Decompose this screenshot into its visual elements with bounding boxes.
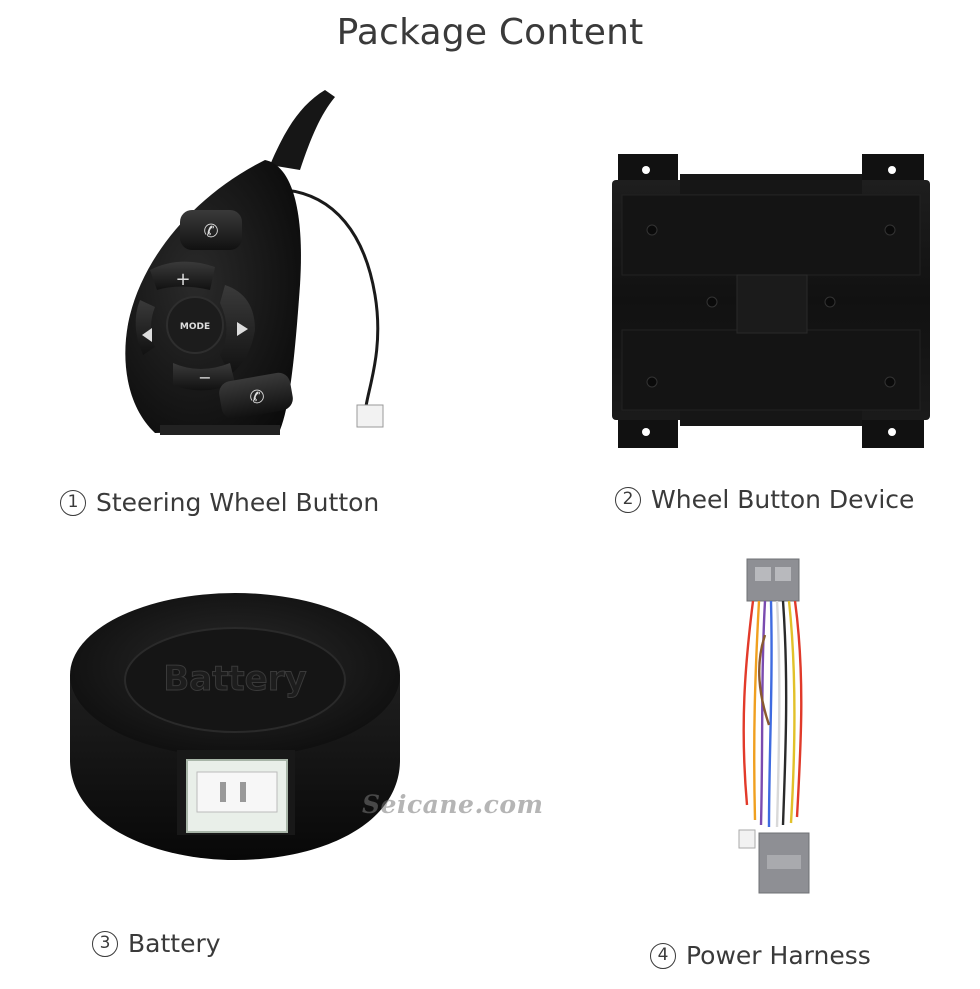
mode-label: MODE [180,322,210,332]
caption-label: Wheel Button Device [651,485,915,514]
caption-steering-wheel-button: 1 Steering Wheel Button [60,488,379,517]
item-number-badge: 2 [615,486,641,513]
caption-battery: 3 Battery [92,929,221,958]
hang-up-icon: ✆ [249,387,264,408]
caption-label: Steering Wheel Button [96,488,380,517]
arrow-left-icon [142,328,152,342]
item-number-badge: 1 [60,489,86,516]
battery-image: Battery [65,590,410,870]
answer-call-icon: ✆ [203,221,218,242]
watermark: Seicane.com [362,790,544,819]
caption-power-harness: 4 Power Harness [650,941,871,970]
volume-down-icon: − [198,368,211,387]
wheel-button-device-image [612,150,932,450]
caption-wheel-button-device: 2 Wheel Button Device [615,485,914,514]
caption-label: Battery [128,929,221,958]
volume-up-icon: + [175,269,190,290]
caption-label: Power Harness [686,941,871,970]
steering-wheel-button-image: ✆ + MODE − ✆ [95,85,395,445]
page-title: Package Content [336,12,644,53]
item-number-badge: 3 [92,930,118,957]
item-number-badge: 4 [650,942,676,969]
power-harness-image [725,555,825,895]
arrow-right-icon [237,322,248,336]
battery-embossed-label: Battery [163,659,306,699]
